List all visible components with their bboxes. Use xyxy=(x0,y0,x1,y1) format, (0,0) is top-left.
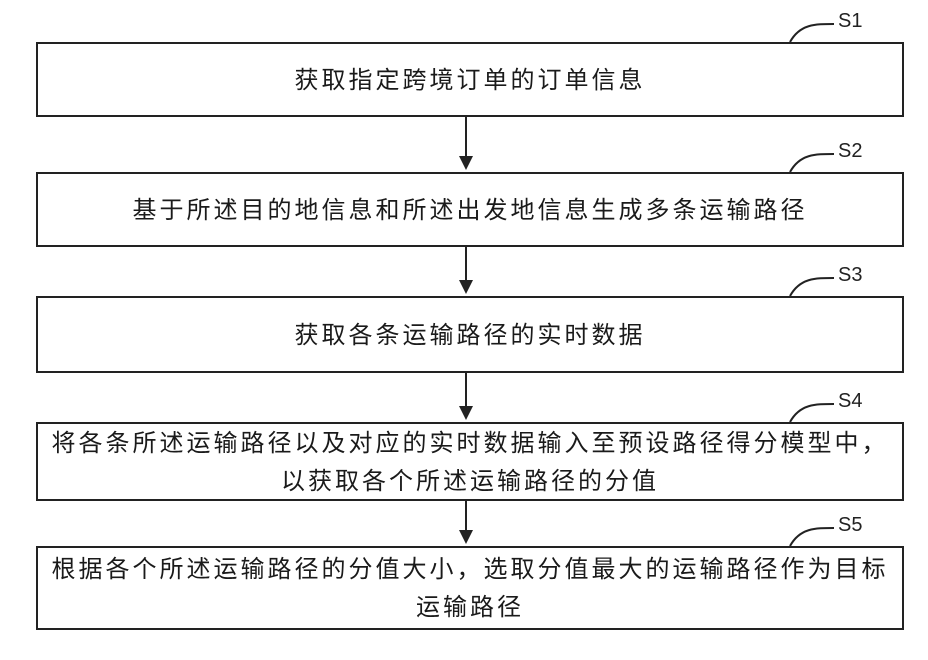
step-box-s2: 基于所述目的地信息和所述出发地信息生成多条运输路径 xyxy=(36,172,904,247)
step-text-s3: 获取各条运输路径的实时数据 xyxy=(295,316,646,354)
step-label-s2: S2 xyxy=(838,140,862,163)
leader-curve-s1 xyxy=(790,24,834,42)
step-box-s4: 将各条所述运输路径以及对应的实时数据输入至预设路径得分模型中，以获取各个所述运输… xyxy=(36,422,904,501)
arrow-s3-s4 xyxy=(459,373,473,420)
leader-curve-s3 xyxy=(790,278,834,296)
step-text-s4: 将各条所述运输路径以及对应的实时数据输入至预设路径得分模型中，以获取各个所述运输… xyxy=(48,424,892,500)
arrow-s2-s3 xyxy=(459,247,473,294)
leader-curve-s2 xyxy=(790,154,834,172)
step-box-s5: 根据各个所述运输路径的分值大小，选取分值最大的运输路径作为目标运输路径 xyxy=(36,546,904,630)
step-box-s1: 获取指定跨境订单的订单信息 xyxy=(36,42,904,117)
arrow-s4-s5 xyxy=(459,501,473,544)
step-text-s2: 基于所述目的地信息和所述出发地信息生成多条运输路径 xyxy=(133,191,808,229)
step-text-s5: 根据各个所述运输路径的分值大小，选取分值最大的运输路径作为目标运输路径 xyxy=(48,550,892,626)
leader-curve-s4 xyxy=(790,404,834,422)
step-label-s1: S1 xyxy=(838,10,862,33)
arrow-s1-s2 xyxy=(459,117,473,170)
step-label-s5: S5 xyxy=(838,514,862,537)
step-text-s1: 获取指定跨境订单的订单信息 xyxy=(295,61,646,99)
step-label-s4: S4 xyxy=(838,390,862,413)
leader-curve-s5 xyxy=(790,528,834,546)
step-box-s3: 获取各条运输路径的实时数据 xyxy=(36,296,904,373)
step-label-s3: S3 xyxy=(838,264,862,287)
